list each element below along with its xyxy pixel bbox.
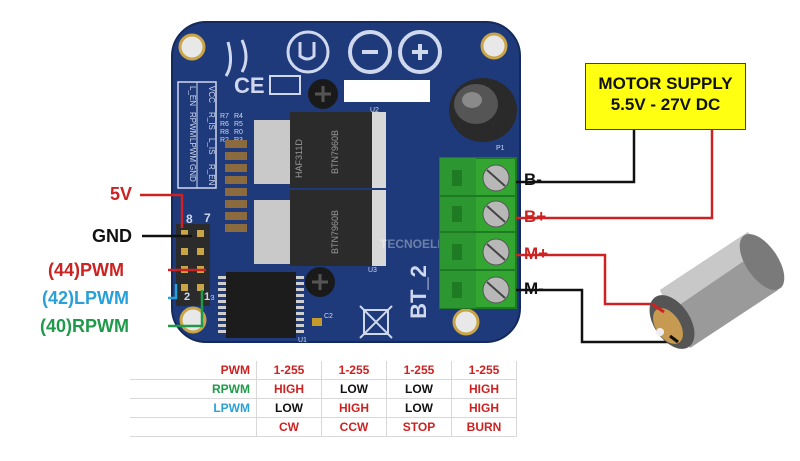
screw-top-icon [308, 79, 338, 109]
table-cell: HIGH [451, 398, 517, 418]
arduino-logo-icon [348, 30, 442, 74]
chip-u3 [254, 190, 386, 266]
chip-text-haf: HAF311D [294, 139, 304, 178]
wire-m-minus [516, 288, 678, 344]
table-cell: HIGH [321, 398, 387, 418]
label-gnd: GND [92, 226, 132, 246]
resistor-array [225, 140, 247, 232]
silkscreen-label: R6 [220, 121, 229, 128]
label-sticker [344, 80, 430, 102]
pin-label: R_EN [207, 164, 216, 186]
label-5v: 5V [110, 184, 133, 204]
wire-b-minus [516, 128, 636, 184]
supply-line-1: MOTOR SUPPLY [598, 74, 733, 93]
silkscreen-label: P3 [206, 295, 215, 302]
label-b-plus: B+ [524, 207, 547, 226]
table-cell: LOW [386, 398, 452, 418]
table-cell: HIGH [256, 379, 322, 399]
label-pwm: (44)PWM [48, 260, 124, 280]
wires [140, 128, 714, 344]
wire-m-plus [516, 253, 652, 306]
silkscreen-label: C2 [324, 313, 333, 320]
pin-label: RPWM [188, 112, 197, 138]
silkscreen-label: R2 [220, 137, 229, 144]
supply-line-2: 5.5V - 27V DC [610, 95, 721, 114]
screw-bottom-icon [305, 267, 335, 297]
table-row: CW CCW STOP BURN [130, 417, 517, 437]
row-label: LPWM [130, 398, 257, 418]
wire-b-plus [516, 128, 714, 220]
header-number: 8 [186, 212, 193, 226]
table-cell: CCW [321, 417, 387, 437]
table-cell: STOP [386, 417, 452, 437]
chip-u2 [254, 112, 386, 188]
chip-u1 [218, 272, 304, 338]
wire-rpwm [168, 290, 204, 328]
ce-mark-icon: CE [234, 73, 265, 98]
row-label: PWM [130, 361, 257, 380]
table-cell: BURN [451, 417, 517, 437]
label-lpwm: (42)LPWM [42, 288, 129, 308]
wire-5v [140, 193, 184, 228]
mount-hole-tr [480, 32, 508, 60]
table-cell: 1-255 [256, 361, 322, 380]
terminal-screw-icon [482, 164, 510, 304]
header-number: 7 [204, 211, 211, 225]
watermark-text: TECNOELITE [380, 237, 456, 251]
label-m-minus: M- [524, 279, 544, 298]
silkscreen-label: U3 [368, 267, 377, 274]
table-cell: HIGH [451, 379, 517, 399]
label-m-plus: M+ [524, 244, 549, 263]
row-label: RPWM [130, 379, 257, 399]
electrolytic-capacitor [449, 78, 517, 142]
pin-label: VCC [207, 86, 216, 103]
label-b-minus: B- [524, 170, 542, 189]
table-cell: 1-255 [386, 361, 452, 380]
pin-label: L_EN [188, 86, 197, 106]
silkscreen-label: U1 [298, 337, 307, 344]
table-cell: 1-255 [451, 361, 517, 380]
screw-terminal-block [439, 157, 517, 309]
pin-label: GND [188, 164, 197, 182]
mount-hole-tl [178, 33, 206, 61]
mount-hole-br [452, 308, 480, 336]
board-name: BT_2 [406, 265, 431, 319]
table-row: PWM 1-255 1-255 1-255 1-255 [130, 361, 517, 380]
pin-label: L_IS [207, 138, 216, 154]
row-label [130, 417, 257, 437]
disposal-mark-icon [359, 305, 393, 339]
dc-motor [649, 232, 785, 349]
truth-table: PWM 1-255 1-255 1-255 1-255 RPWM HIGH LO… [130, 361, 517, 437]
table-cell: LOW [386, 379, 452, 399]
header-number: 2 [184, 291, 190, 303]
table-cell: 1-255 [321, 361, 387, 380]
chip-text-u2: BTN7960B [330, 130, 340, 174]
table-row: LPWM LOW HIGH LOW HIGH [130, 398, 517, 418]
silkscreen-label: R7 [220, 113, 229, 120]
silkscreen-label: R4 [234, 113, 243, 120]
table-row: RPWM HIGH LOW LOW HIGH [130, 379, 517, 399]
silkscreen-label: U2 [370, 107, 379, 114]
capacitor-c2 [312, 318, 322, 326]
pin-label: R_IS [207, 112, 216, 130]
recycle-mark-icon [269, 75, 301, 95]
silkscreen-label: P1 [496, 145, 505, 152]
table-cell: CW [256, 417, 322, 437]
silkscreen-label: R5 [234, 121, 243, 128]
ul-logo-icon [224, 30, 330, 77]
pin-label: LPWM [188, 138, 197, 162]
wire-lpwm [168, 284, 178, 300]
chip-text-u3: BTN7960B [330, 210, 340, 254]
silkscreen-label: R8 [220, 129, 229, 136]
pin-header: 8 7 2 1 [176, 211, 211, 306]
header-number: 1 [204, 291, 210, 303]
silkscreen-label: R0 [234, 129, 243, 136]
motor-supply-box: MOTOR SUPPLY 5.5V - 27V DC [585, 63, 746, 130]
table-cell: LOW [321, 379, 387, 399]
label-rpwm: (40)RPWM [40, 316, 129, 336]
table-cell: LOW [256, 398, 322, 418]
